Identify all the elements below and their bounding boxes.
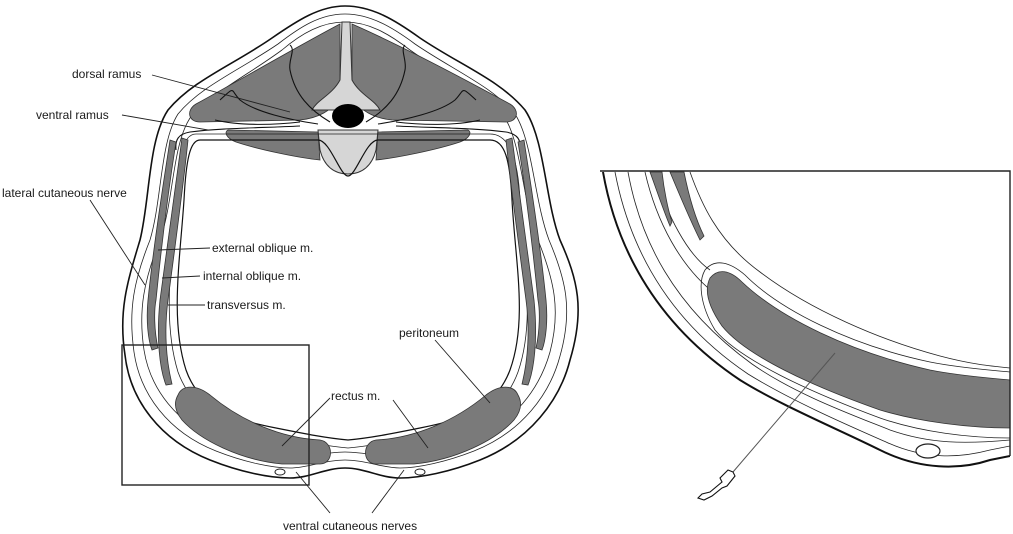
lateral-muscle-right-2 [517,139,548,351]
needle-hub-icon [696,469,736,501]
inset-lateral-muscle-2 [669,171,705,241]
lateral-muscle-right-1 [505,137,537,386]
peritoneal-cavity [176,139,520,441]
labels: dorsal ramus ventral ramus lateral cutan… [2,67,459,533]
inset-skin-outline [602,171,1010,468]
label-external-oblique: external oblique m. [212,241,313,255]
inset-ventral-foramen [915,443,941,459]
needle-shaft [732,352,836,473]
label-internal-oblique: internal oblique m. [203,269,301,283]
dorsal-nerves [175,44,521,151]
skin-outline [121,5,579,479]
hypaxial-muscle-right [375,129,471,161]
label-dorsal-ramus: dorsal ramus [72,67,141,81]
inset-lateral-muscle-1 [649,171,673,227]
lateral-muscle-left-2 [146,139,177,351]
vertebral-body [317,129,379,175]
label-ventral-cutaneous-nerves: ventral cutaneous nerves [283,519,417,533]
label-lateral-cutaneous-nerve: lateral cutaneous nerve [2,186,127,200]
hypaxial-muscle-left [225,129,321,161]
magnified-inset [600,170,1011,501]
leader-lines [89,74,491,514]
rectus-muscle-left [174,386,331,465]
ventral-foramen-right [414,468,426,476]
vertebra-spinous-process [311,21,381,111]
label-peritoneum: peritoneum [399,326,459,340]
inset-indicator-box [121,344,310,486]
cross-section [121,5,579,486]
label-rectus: rectus m. [331,389,380,403]
inset-frame [600,170,1011,456]
inset-rectus-muscle [706,271,1010,429]
label-ventral-ramus: ventral ramus [36,108,109,122]
spinal-cord [332,104,364,128]
rectus-muscle-right [365,386,522,465]
ventral-foramen-left [274,468,286,476]
label-transversus: transversus m. [207,298,286,312]
lateral-muscle-left-1 [157,137,189,386]
